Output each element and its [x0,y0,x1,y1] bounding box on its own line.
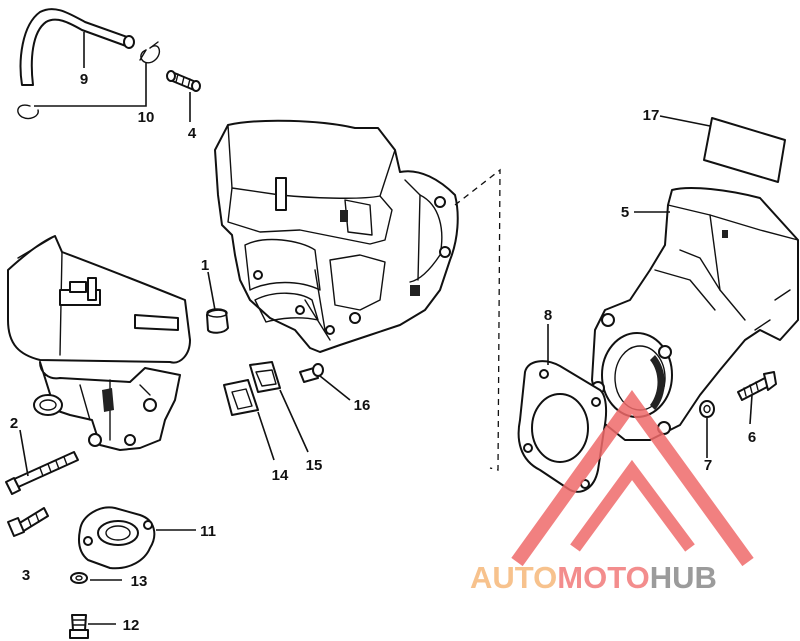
bushing [206,308,229,334]
callout-1: 1 [201,257,209,274]
left-housing [7,235,191,451]
hose-clip [17,41,160,120]
watermark-word-auto: AUTO [470,560,557,595]
callout-17: 17 [643,107,660,124]
stud-screw [299,363,324,383]
small-screw [69,614,89,639]
callout-6: 6 [748,429,756,446]
callout-13: 13 [131,573,148,590]
reed-valve [249,361,281,393]
watermark-word-moto: MOTO [557,560,649,595]
reed-plate [223,379,259,416]
watermark-inner-icon [570,459,695,552]
callout-14: 14 [272,467,289,484]
watermark: AUTOMOTOHUB [470,390,754,595]
small-washer [70,572,88,584]
bolt [737,371,777,401]
callout-7: 7 [704,457,712,474]
callout-11: 11 [200,523,216,540]
callout-labels: 9 10 4 1 2 3 5 6 7 8 17 11 13 12 14 15 1… [10,71,756,634]
callout-2: 2 [10,415,18,432]
callout-8: 8 [544,307,552,324]
callout-10: 10 [138,109,155,126]
washer [699,400,715,418]
cover [78,506,156,570]
watermark-triangle-icon [511,390,754,567]
callout-12: 12 [123,617,140,634]
center-housing [214,119,459,353]
hose [19,8,135,86]
long-screw [5,451,79,495]
watermark-word-hub: HUB [650,560,717,595]
callout-4: 4 [188,125,197,142]
callout-9: 9 [80,71,88,88]
exhaust-housing [591,187,799,441]
plate [703,117,786,183]
callout-3: 3 [22,567,30,584]
watermark-text: AUTOMOTOHUB [470,560,717,595]
callout-5: 5 [621,204,629,221]
leader-lines [19,32,753,625]
fitting [166,70,201,92]
callout-15: 15 [306,457,323,474]
alignment-line [454,168,501,471]
callout-16: 16 [354,397,371,414]
screw [7,507,49,537]
